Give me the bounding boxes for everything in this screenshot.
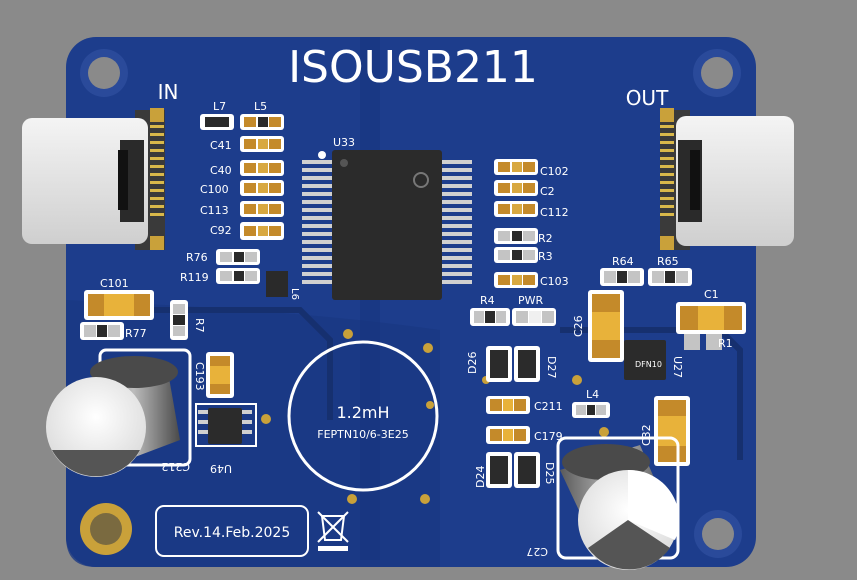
ref-c103: C103	[540, 275, 569, 288]
ref-u49: U49	[210, 462, 232, 475]
ref-c1: C1	[704, 288, 719, 301]
ref-c100: C100	[200, 183, 229, 196]
ref-r7: R7	[193, 318, 206, 333]
ref-c112: C112	[540, 206, 569, 219]
transformer-value: 1.2mH	[336, 403, 389, 422]
ref-c212: C212	[161, 460, 190, 473]
ref-u33: U33	[333, 136, 355, 149]
ref-d27: D27	[545, 356, 558, 378]
smd-parts-right-column	[470, 159, 556, 326]
ref-l6: L6	[289, 288, 300, 300]
trace	[560, 327, 743, 460]
ref-c27: C27	[526, 545, 548, 558]
ref-r119: R119	[180, 271, 209, 284]
ic-u33	[302, 150, 472, 300]
ref-r76: R76	[186, 251, 208, 264]
revision-label: Rev.14.Feb.2025	[174, 525, 291, 541]
smd-parts-left-lower	[80, 290, 188, 340]
ref-r1: R1	[718, 337, 733, 350]
ref-c26: C26	[572, 315, 585, 337]
smd-parts-right-power	[588, 268, 746, 380]
ref-u27: U27	[671, 356, 684, 378]
ref-c32: C32	[640, 424, 653, 446]
out-label: OUT	[626, 86, 669, 110]
usb-c-connector-in	[22, 108, 165, 250]
tantalum-capacitor-c32	[654, 396, 690, 466]
ref-r3: R3	[538, 250, 553, 263]
electrolytic-capacitor-c27	[556, 436, 680, 570]
transformer-part: FEPTN10/6-3E25	[317, 428, 408, 441]
ref-r64: R64	[612, 255, 634, 268]
ref-c193: C193	[193, 362, 206, 391]
ref-l4: L4	[586, 388, 599, 401]
ic-marking-dfn10: DFN10	[635, 360, 662, 369]
pwr-label: PWR	[518, 294, 544, 307]
ref-c211: C211	[534, 400, 563, 413]
electrolytic-capacitor-c212	[46, 348, 192, 477]
ref-d24: D24	[474, 466, 487, 488]
board-title: ISOUSB211	[288, 42, 538, 93]
ref-c2: C2	[540, 185, 555, 198]
ref-r4: R4	[480, 294, 495, 307]
in-label: IN	[158, 80, 179, 104]
ref-d25: D25	[543, 462, 556, 484]
ref-c102: C102	[540, 165, 569, 178]
usb-c-connector-out	[660, 108, 794, 250]
ref-r77: R77	[125, 327, 147, 340]
smd-parts-left-column	[200, 114, 288, 297]
ref-d26: D26	[466, 352, 479, 374]
ref-r2: R2	[538, 232, 553, 245]
smd-parts-diodes	[486, 346, 610, 488]
revision-box	[155, 505, 309, 557]
mounting-hole-bl	[80, 503, 132, 555]
ref-l5: L5	[254, 100, 267, 113]
crossed-bin-icon	[317, 511, 349, 551]
ref-r65: R65	[657, 255, 679, 268]
ref-l7: L7	[213, 100, 226, 113]
mounting-hole-tl	[80, 49, 128, 97]
ref-c179: C179	[534, 430, 563, 443]
ref-c40: C40	[210, 164, 232, 177]
ref-c41: C41	[210, 139, 232, 152]
ref-c113: C113	[200, 204, 229, 217]
mounting-hole-tr	[693, 49, 741, 97]
trace	[150, 307, 333, 420]
mounting-hole-br	[694, 510, 742, 558]
ref-c92: C92	[210, 224, 232, 237]
toroid-transformer	[287, 340, 439, 492]
ref-c101: C101	[100, 277, 129, 290]
smd-parts-u49	[195, 352, 257, 447]
